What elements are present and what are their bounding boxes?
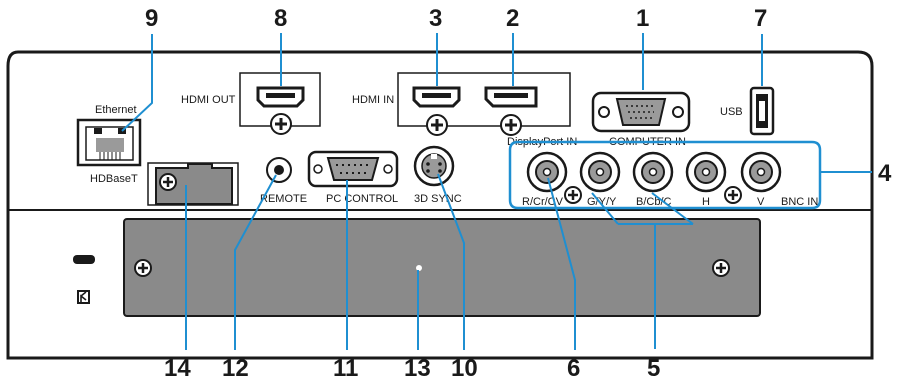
security-slot [73, 255, 95, 264]
bnc-b-cb-c [632, 151, 674, 193]
bnc-h [685, 151, 727, 193]
label-pc-control: PC CONTROL [326, 193, 398, 205]
label-hdmi-out: HDMI OUT [181, 94, 236, 106]
bnc-v [740, 151, 782, 193]
bnc-input-group [508, 140, 822, 210]
cover-center-mark [416, 265, 422, 271]
remote-jack [266, 157, 292, 183]
label-usb: USB [720, 106, 743, 118]
callout-6: 6 [567, 355, 580, 382]
label-b-cb-c: B/Cb/C [636, 196, 672, 208]
bnc-g-y-y [579, 151, 621, 193]
label-h: H [702, 196, 710, 208]
leader-lines [121, 33, 872, 350]
callout-2: 2 [506, 5, 519, 32]
callout-7: 7 [754, 5, 767, 32]
leader-6 [547, 177, 576, 350]
label-g-y-y: G/Y/Y [587, 196, 617, 208]
callout-4: 4 [878, 160, 892, 187]
label-v: V [757, 196, 765, 208]
callout-14: 14 [164, 355, 191, 382]
leader-5 [591, 192, 694, 349]
callout-10: 10 [451, 355, 478, 382]
leader-10 [437, 173, 465, 350]
bnc-r-cr-cv [526, 151, 568, 193]
callout-13: 13 [404, 355, 431, 382]
ethernet-port [76, 118, 142, 167]
label-ethernet: Ethernet [95, 104, 137, 116]
label-r-cr-cv: R/Cr/CV [522, 196, 564, 208]
label-remote: REMOTE [260, 193, 307, 205]
sync-3d-port [413, 145, 455, 187]
hdbaset-cover [147, 162, 239, 206]
large-cover-plate [123, 218, 761, 317]
callout-3: 3 [429, 5, 442, 32]
callout-8: 8 [274, 5, 287, 32]
bnc-screw-right [724, 186, 742, 204]
label-3d-sync: 3D SYNC [414, 193, 462, 205]
callout-numbers: 1 2 3 8 7 9 4 14 12 11 13 10 6 5 [145, 5, 892, 382]
callout-12: 12 [222, 355, 249, 382]
leader-9 [121, 34, 153, 132]
callout-5: 5 [647, 355, 660, 382]
callout-9: 9 [145, 5, 158, 32]
label-bnc-in: BNC IN [781, 196, 818, 208]
computer-in-vga-port [591, 91, 691, 133]
usb-port [749, 86, 775, 136]
pc-control-port [307, 150, 399, 188]
bnc-screw-left [564, 186, 582, 204]
label-hdbaset: HDBaseT [90, 173, 138, 185]
label-hdmi-in: HDMI IN [352, 94, 394, 106]
hdmi-out-group [239, 72, 321, 135]
kensington-lock-icon [77, 290, 90, 304]
leader-12 [234, 174, 277, 350]
callout-1: 1 [636, 5, 649, 32]
hdmi-in-displayport-group [397, 72, 571, 136]
callout-11: 11 [333, 355, 358, 382]
